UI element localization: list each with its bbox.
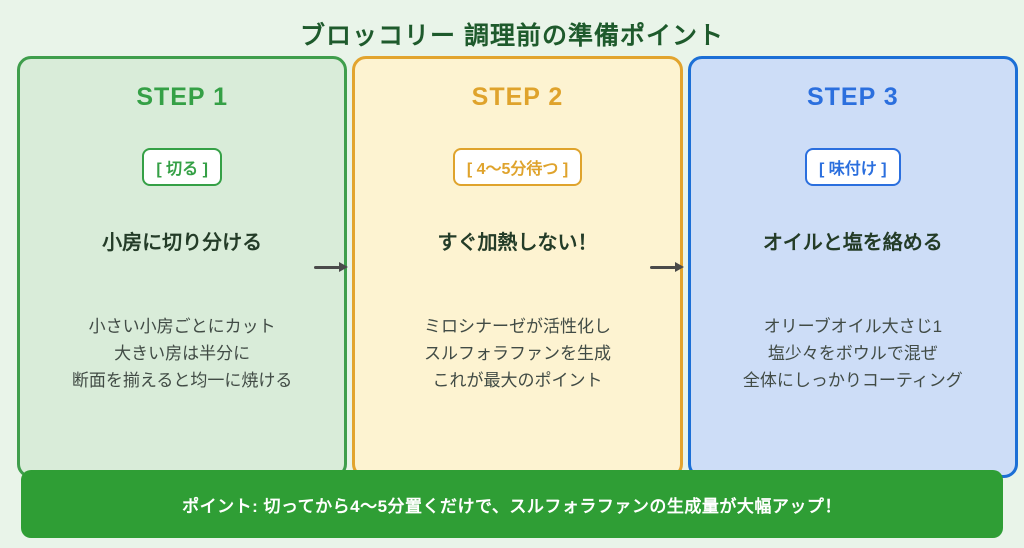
step-2-detail-line: これが最大のポイント [432,371,603,390]
step-1-label: STEP 1 [136,83,229,111]
step-1-badge: [ 切る ] [142,148,222,186]
step-1-detail-line: 大きい房は半分に [114,344,251,363]
step-3-label: STEP 3 [806,83,899,111]
arrow-head [675,262,684,272]
steps-row: STEP 1 [ 切る ] 小房に切り分ける 小さい小房ごとにカット 大きい房は… [17,56,1018,478]
step-2-details: ミロシナーゼが活性化し スルフォラファンを生成 これが最大のポイント [355,313,679,394]
step-2-headline: すぐ加熱しない！ [437,232,598,254]
step-card-1: STEP 1 [ 切る ] 小房に切り分ける 小さい小房ごとにカット 大きい房は… [17,56,348,478]
step-3-headline: オイルと塩を絡める [762,232,943,254]
step-2-detail-line: ミロシナーゼが活性化し [423,317,611,336]
step-2-detail-line: スルフォラファンを生成 [423,344,611,363]
step-1-detail-line: 断面を揃えると均一に焼ける [71,371,293,390]
step-3-badge: [ 味付け ] [805,148,901,186]
page-title: ブロッコリー 調理前の準備ポイント [300,22,724,50]
arrow-shaft [650,266,676,269]
step-1-headline: 小房に切り分ける [102,232,263,254]
arrow-right-icon [650,262,684,273]
step-3-detail-line: 全体にしっかりコーティング [742,371,963,390]
footer-banner: ポイント: 切ってから4〜5分置くだけで、スルフォラファンの生成量が大幅アップ！ [21,470,1003,538]
arrow-right-icon [314,262,348,273]
arrow-shaft [314,266,340,269]
step-3-detail-line: 塩少々をボウルで混ぜ [767,344,938,363]
step-1-detail-line: 小さい小房ごとにカット [88,317,276,336]
step-card-2: STEP 2 [ 4〜5分待つ ] すぐ加熱しない！ ミロシナーゼが活性化し ス… [352,56,683,478]
step-1-details: 小さい小房ごとにカット 大きい房は半分に 断面を揃えると均一に焼ける [20,313,344,394]
footer-text: ポイント: 切ってから4〜5分置くだけで、スルフォラファンの生成量が大幅アップ！ [182,496,842,516]
step-2-badge: [ 4〜5分待つ ] [452,148,583,186]
step-3-details: オリーブオイル大さじ1 塩少々をボウルで混ぜ 全体にしっかりコーティング [691,313,1015,394]
step-card-3: STEP 3 [ 味付け ] オイルと塩を絡める オリーブオイル大さじ1 塩少々… [687,56,1018,478]
step-2-label: STEP 2 [471,83,564,111]
step-3-detail-line: オリーブオイル大さじ1 [763,317,943,336]
arrow-head [339,262,348,272]
